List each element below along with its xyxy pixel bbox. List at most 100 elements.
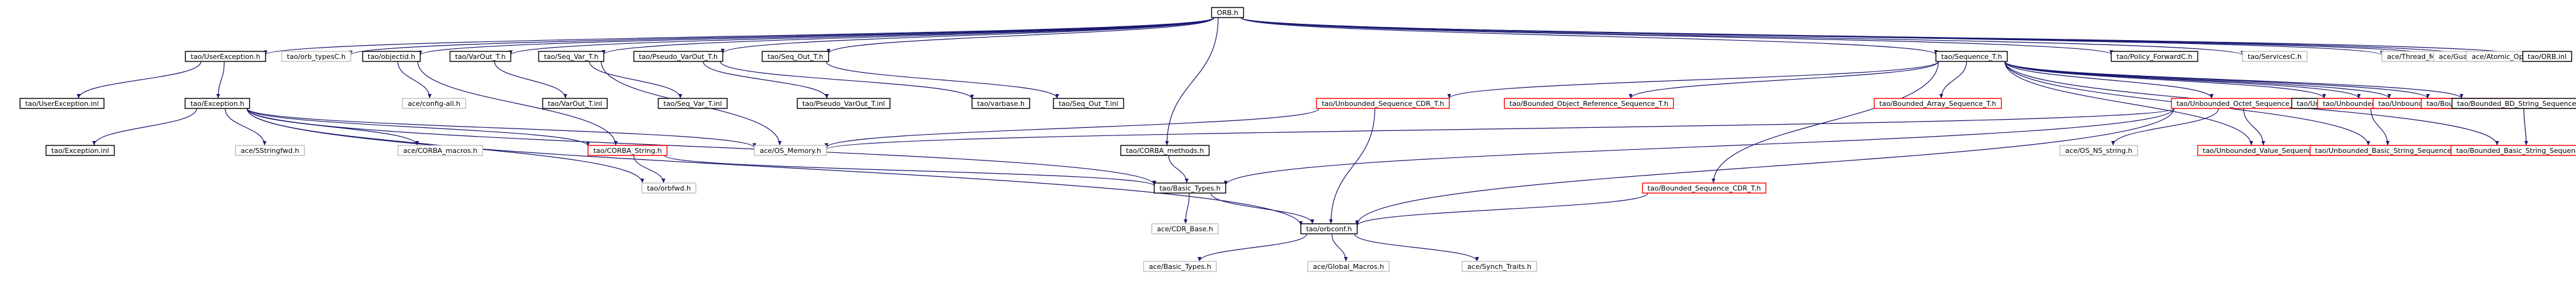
edge-exception-h-to-sstring-fwd-h — [225, 108, 266, 146]
node-label: tao/varbase.h — [977, 100, 1025, 108]
node-unb-seq-cdr-t-h[interactable]: tao/Unbounded_Sequence_CDR_T.h — [1316, 98, 1450, 109]
node-label: tao/Basic_Types.h — [1159, 184, 1221, 192]
edge-exception-h-to-os-memory-h — [246, 108, 755, 149]
arrowhead — [661, 179, 666, 183]
node-label: tao/Bounded_BD_String_Sequence_T.h — [2457, 100, 2576, 108]
edge-sequence-t-h-to-bnd-array-seq-t-h — [1940, 61, 1967, 99]
node-seq-var-t-inl[interactable]: tao/Seq_Var_T.inl — [658, 98, 728, 109]
edge-bnd-bd-string-seq-t-h-to-bnd-basic-string-seq-t-h — [2523, 108, 2527, 146]
node-box — [19, 98, 105, 109]
node-cdr-base-h[interactable]: ace/CDR_Base.h — [1151, 223, 1219, 234]
node-box — [971, 98, 1030, 109]
node-label: tao/CORBA_String.h — [593, 147, 661, 155]
node-label: tao/CORBA_methods.h — [1126, 147, 1204, 155]
arrowhead — [678, 94, 683, 98]
node-orbconf-h[interactable]: tao/orbconf.h — [1300, 223, 1358, 234]
node-os-ns-string-h[interactable]: ace/OS_NS_string.h — [2059, 145, 2138, 156]
node-corba-string-h[interactable]: tao/CORBA_String.h — [587, 145, 668, 156]
node-seq-out-t-h[interactable]: tao/Seq_Out_T.h — [762, 51, 829, 62]
node-orb-h[interactable]: ORB.h — [1211, 7, 1244, 18]
node-orbfwd-h[interactable]: tao/orbfwd.h — [641, 182, 696, 194]
node-label: tao/Bounded_Sequence_CDR_T.h — [1648, 184, 1761, 192]
node-box — [1316, 98, 1450, 109]
node-box — [1300, 223, 1358, 234]
node-box — [2450, 145, 2576, 156]
node-pseudo-varout-t-inl[interactable]: tao/Pseudo_VarOut_T.inl — [797, 98, 891, 109]
edge-orbconf-h-to-global-macros-h — [1332, 233, 1347, 262]
edge-seq-var-t-h-to-seq-var-t-inl — [589, 61, 681, 99]
node-box — [1211, 7, 1244, 18]
node-label: ace/SStringfwd.h — [241, 147, 299, 155]
arrowhead — [1343, 257, 1348, 261]
node-box — [1642, 182, 1767, 194]
node-box — [281, 51, 351, 62]
node-box — [633, 51, 723, 62]
node-orb-types-c[interactable]: tao/orb_typesC.h — [281, 51, 351, 62]
node-ace-basic-types-h[interactable]: ace/Basic_Types.h — [1143, 261, 1217, 272]
node-unb-octet-seq-t-h[interactable]: tao/Unbounded_Octet_Sequence_T.h — [2171, 98, 2309, 109]
node-user-exc-h[interactable]: tao/UserException.h — [185, 51, 266, 62]
node-exception-h[interactable]: tao/Exception.h — [184, 98, 251, 109]
node-services-c[interactable]: tao/ServicesC.h — [2242, 51, 2308, 62]
node-unb-basic-string-seq-t-h[interactable]: tao/Unbounded_Basic_String_Sequence_T.h — [2309, 145, 2471, 156]
edge-orb-h-to-varout-t-h — [510, 17, 1215, 55]
arrowhead — [825, 94, 829, 98]
node-label: tao/VarOut_T.h — [455, 53, 506, 61]
edge-orb-h-to-orb-inl — [1240, 17, 2523, 56]
arrowhead — [262, 141, 267, 145]
arrowhead — [2524, 141, 2528, 145]
node-global-macros-h[interactable]: ace/Global_Macros.h — [1307, 261, 1390, 272]
node-label: tao/Pseudo_VarOut_T.inl — [802, 100, 885, 108]
node-pseudo-varout-t-h[interactable]: tao/Pseudo_VarOut_T.h — [633, 51, 723, 62]
arrowhead — [2210, 94, 2214, 98]
node-atomic-op-h[interactable]: ace/Atomic_Op.h — [2466, 51, 2536, 62]
node-seq-var-t-h[interactable]: tao/Seq_Var_T.h — [538, 51, 604, 62]
node-box — [185, 51, 266, 62]
arrowhead — [1183, 219, 1187, 224]
edge-orb-h-to-corba-methods-h — [1166, 17, 1219, 146]
node-unb-value-seq-t-h[interactable]: tao/Unbounded_Value_Sequence_T.h — [2197, 145, 2335, 156]
node-label: tao/orbconf.h — [1306, 225, 1352, 233]
arrowhead — [640, 179, 644, 183]
arrowhead — [1055, 94, 1059, 98]
node-policy-fwd-c[interactable]: tao/Policy_ForwardC.h — [2111, 51, 2198, 62]
edge-sequence-t-h-to-bnd-bd-string-seq-t-h — [2004, 61, 2462, 99]
node-label: tao/VarOut_T.inl — [548, 100, 603, 108]
node-box — [1504, 98, 1674, 109]
node-bnd-bd-string-seq-t-h[interactable]: tao/Bounded_BD_String_Sequence_T.h — [2451, 98, 2576, 109]
node-sequence-t-h[interactable]: tao/Sequence_T.h — [1935, 51, 2008, 62]
edge-sequence-t-h-to-unb-obj-ref-seq-t-h — [2004, 61, 2359, 99]
node-label: tao/Bounded_Basic_String_Sequence_T.h — [2456, 147, 2576, 155]
node-config-all-h[interactable]: ace/config-all.h — [401, 98, 467, 109]
edge-exception-h-to-basic-types-h — [246, 108, 1155, 186]
node-basic-types-h[interactable]: tao/Basic_Types.h — [1154, 182, 1226, 194]
node-box — [2111, 51, 2198, 62]
node-box — [1120, 145, 1210, 156]
node-box — [542, 98, 608, 109]
arrowhead — [2249, 141, 2253, 145]
node-label: tao/Seq_Out_T.inl — [1058, 100, 1118, 108]
node-bnd-seq-cdr-t-h[interactable]: tao/Bounded_Sequence_CDR_T.h — [1642, 182, 1767, 194]
node-varbase-h[interactable]: tao/varbase.h — [971, 98, 1030, 109]
node-bnd-array-seq-t-h[interactable]: tao/Bounded_Array_Sequence_T.h — [1873, 98, 2002, 109]
node-varout-t-h[interactable]: tao/VarOut_T.h — [449, 51, 512, 62]
node-varout-t-inl[interactable]: tao/VarOut_T.inl — [542, 98, 608, 109]
node-corba-methods-h[interactable]: tao/CORBA_methods.h — [1120, 145, 1210, 156]
node-os-memory-h[interactable]: ace/OS_Memory.h — [753, 145, 827, 156]
node-label: ace/OS_NS_string.h — [2065, 147, 2132, 155]
node-seq-out-t-inl[interactable]: tao/Seq_Out_T.inl — [1053, 98, 1124, 109]
edge-orb-h-to-policy-fwd-c — [1240, 17, 2112, 55]
node-sstring-fwd-h[interactable]: ace/SStringfwd.h — [235, 145, 305, 156]
node-label: ORB.h — [1217, 9, 1238, 17]
arrowhead — [1197, 257, 1202, 261]
node-box — [658, 98, 728, 109]
node-corba-macros-h[interactable]: ace/CORBA_macros.h — [397, 145, 484, 156]
node-exception-inl[interactable]: tao/Exception.inl — [45, 145, 115, 156]
node-user-exc-inl[interactable]: tao/UserException.inl — [19, 98, 105, 109]
node-orb-inl[interactable]: tao/ORB.inl — [2522, 51, 2572, 62]
node-synch-traits-h[interactable]: ace/Synch_Traits.h — [1461, 261, 1538, 272]
edge-sequence-t-h-to-unb-array-seq-t-h — [2004, 61, 2390, 99]
node-bnd-basic-string-seq-t-h[interactable]: tao/Bounded_Basic_String_Sequence_T.h — [2450, 145, 2576, 156]
node-bnd-obj-ref-seq-t-h[interactable]: tao/Bounded_Object_Reference_Sequence_T.… — [1504, 98, 1674, 109]
node-objectid-h[interactable]: tao/objectid.h — [362, 51, 421, 62]
